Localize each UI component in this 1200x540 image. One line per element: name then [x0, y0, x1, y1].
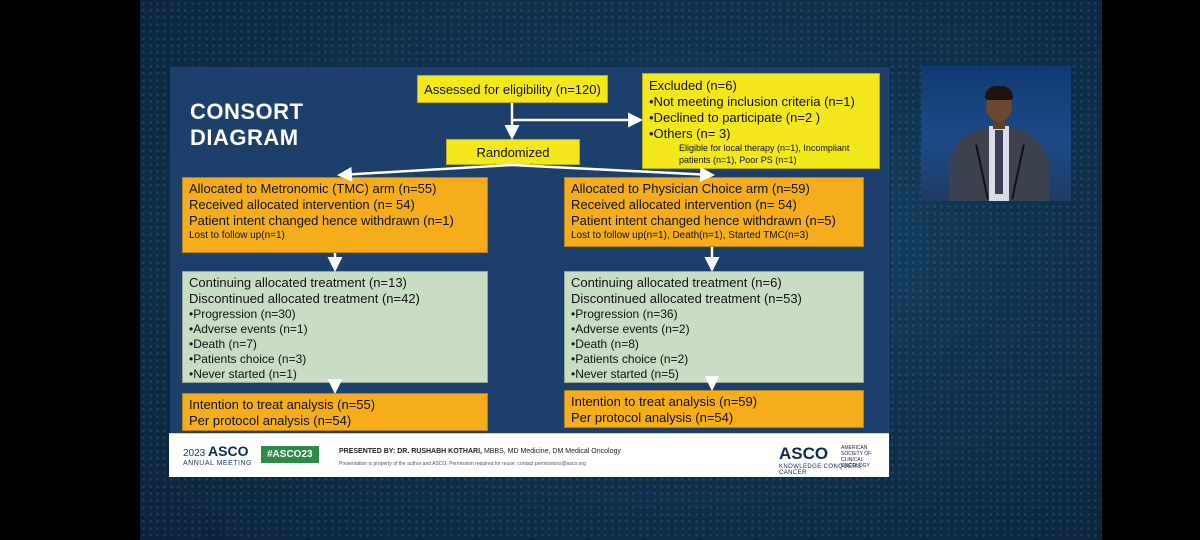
right-treatment-line: Discontinued allocated treatment (n=53): [571, 291, 802, 306]
left-reason: •Patients choice (n=3): [189, 352, 307, 366]
hashtag-badge: #ASCO23: [261, 446, 319, 463]
right-allocation-line: Allocated to Physician Choice arm (n=59): [571, 181, 810, 196]
randomized-text: Randomized (n=114): [476, 145, 550, 164]
assessed-box: Assessed for eligibility (n=120): [417, 75, 608, 103]
slide-footer: 2023 ASCO ANNUAL MEETING #ASCO23 PRESENT…: [169, 433, 889, 477]
speaker-hair: [985, 86, 1013, 100]
right-analysis-line: Intention to treat analysis (n=59): [571, 394, 758, 409]
right-analysis-box: Intention to treat analysis (n=59) Per p…: [564, 390, 864, 428]
right-allocation-box: Allocated to Physician Choice arm (n=59)…: [564, 177, 864, 247]
speaker-neck: [993, 119, 1005, 129]
excluded-detail: Eligible for local therapy (n=1), Incomp…: [679, 143, 850, 153]
randomized-box: Randomized (n=114): [446, 139, 580, 165]
right-treatment-box: Continuing allocated treatment (n=6) Dis…: [564, 271, 864, 383]
excluded-box: Excluded (n=6) •Not meeting inclusion cr…: [642, 73, 880, 169]
left-allocation-note: Lost to follow up(n=1): [189, 230, 285, 241]
speaker-tie: [995, 130, 1003, 194]
left-allocation-line: Received allocated intervention (n= 54): [189, 197, 415, 212]
excluded-line: Excluded (n=6): [649, 78, 737, 93]
excluded-line: •Not meeting inclusion criteria (n=1): [649, 94, 855, 109]
title-line-1: CONSORT: [190, 99, 304, 124]
right-treatment-line: Continuing allocated treatment (n=6): [571, 275, 782, 290]
left-reason: •Never started (n=1): [189, 367, 297, 381]
presenter-credentials: MBBS, MD Medicine, DM Medical Oncology: [482, 448, 621, 455]
right-reason: •Death (n=8): [571, 337, 639, 351]
left-treatment-box: Continuing allocated treatment (n=13) Di…: [182, 271, 488, 383]
meeting-year: 2023 ASCO: [183, 443, 248, 459]
presenter-name: PRESENTED BY: DR. RUSHABH KOTHARI,: [339, 448, 482, 455]
left-allocation-line: Allocated to Metronomic (TMC) arm (n=55): [189, 181, 437, 196]
excluded-line: •Declined to participate (n=2 ): [649, 110, 821, 125]
right-allocation-line: Patient intent changed hence withdrawn (…: [571, 213, 836, 228]
slide-title: CONSORT DIAGRAM: [190, 99, 350, 151]
left-reason: •Death (n=7): [189, 337, 257, 351]
left-allocation-line: Patient intent changed hence withdrawn (…: [189, 213, 454, 228]
left-analysis-line: Per protocol analysis (n=54): [189, 413, 352, 428]
right-reason: •Progression (n=36): [571, 307, 678, 321]
right-analysis-line: Per protocol analysis (n=54): [571, 410, 734, 425]
annual-meeting-label: ANNUAL MEETING: [183, 460, 252, 467]
right-allocation-note: Lost to follow up(n=1), Death(n=1), Star…: [571, 230, 809, 241]
speaker-video: [921, 66, 1071, 201]
asco-tagline: KNOWLEDGE CONQUERS CANCER: [779, 464, 862, 476]
asco-logo: ASCO: [779, 444, 829, 463]
left-treatment-line: Continuing allocated treatment (n=13): [189, 275, 407, 290]
excluded-detail: patients (n=1), Poor PS (n=1): [679, 155, 797, 165]
copyright-notice: Presentation is property of the author a…: [339, 461, 586, 467]
left-analysis-box: Intention to treat analysis (n=55) Per p…: [182, 393, 488, 431]
presenter-credit: PRESENTED BY: DR. RUSHABH KOTHARI, MBBS,…: [339, 448, 621, 455]
left-reason: •Progression (n=30): [189, 307, 296, 321]
right-allocation-line: Received allocated intervention (n= 54): [571, 197, 797, 212]
right-reason: •Adverse events (n=2): [571, 322, 690, 336]
asco-brand: ASCO: [208, 443, 249, 459]
left-analysis-line: Intention to treat analysis (n=55): [189, 397, 376, 412]
asco-society-name: AMERICAN SOCIETY OF CLINICAL ONCOLOGY: [841, 445, 872, 469]
title-line-2: DIAGRAM: [190, 125, 299, 150]
right-reason: •Never started (n=5): [571, 367, 679, 381]
left-allocation-box: Allocated to Metronomic (TMC) arm (n=55)…: [182, 177, 488, 253]
left-reason: •Adverse events (n=1): [189, 322, 308, 336]
right-reason: •Patients choice (n=2): [571, 352, 689, 366]
left-treatment-line: Discontinued allocated treatment (n=42): [189, 291, 420, 306]
assessed-text: Assessed for eligibility (n=120): [424, 82, 601, 97]
excluded-line: •Others (n= 3): [649, 126, 731, 141]
year-text: 2023: [183, 448, 206, 459]
